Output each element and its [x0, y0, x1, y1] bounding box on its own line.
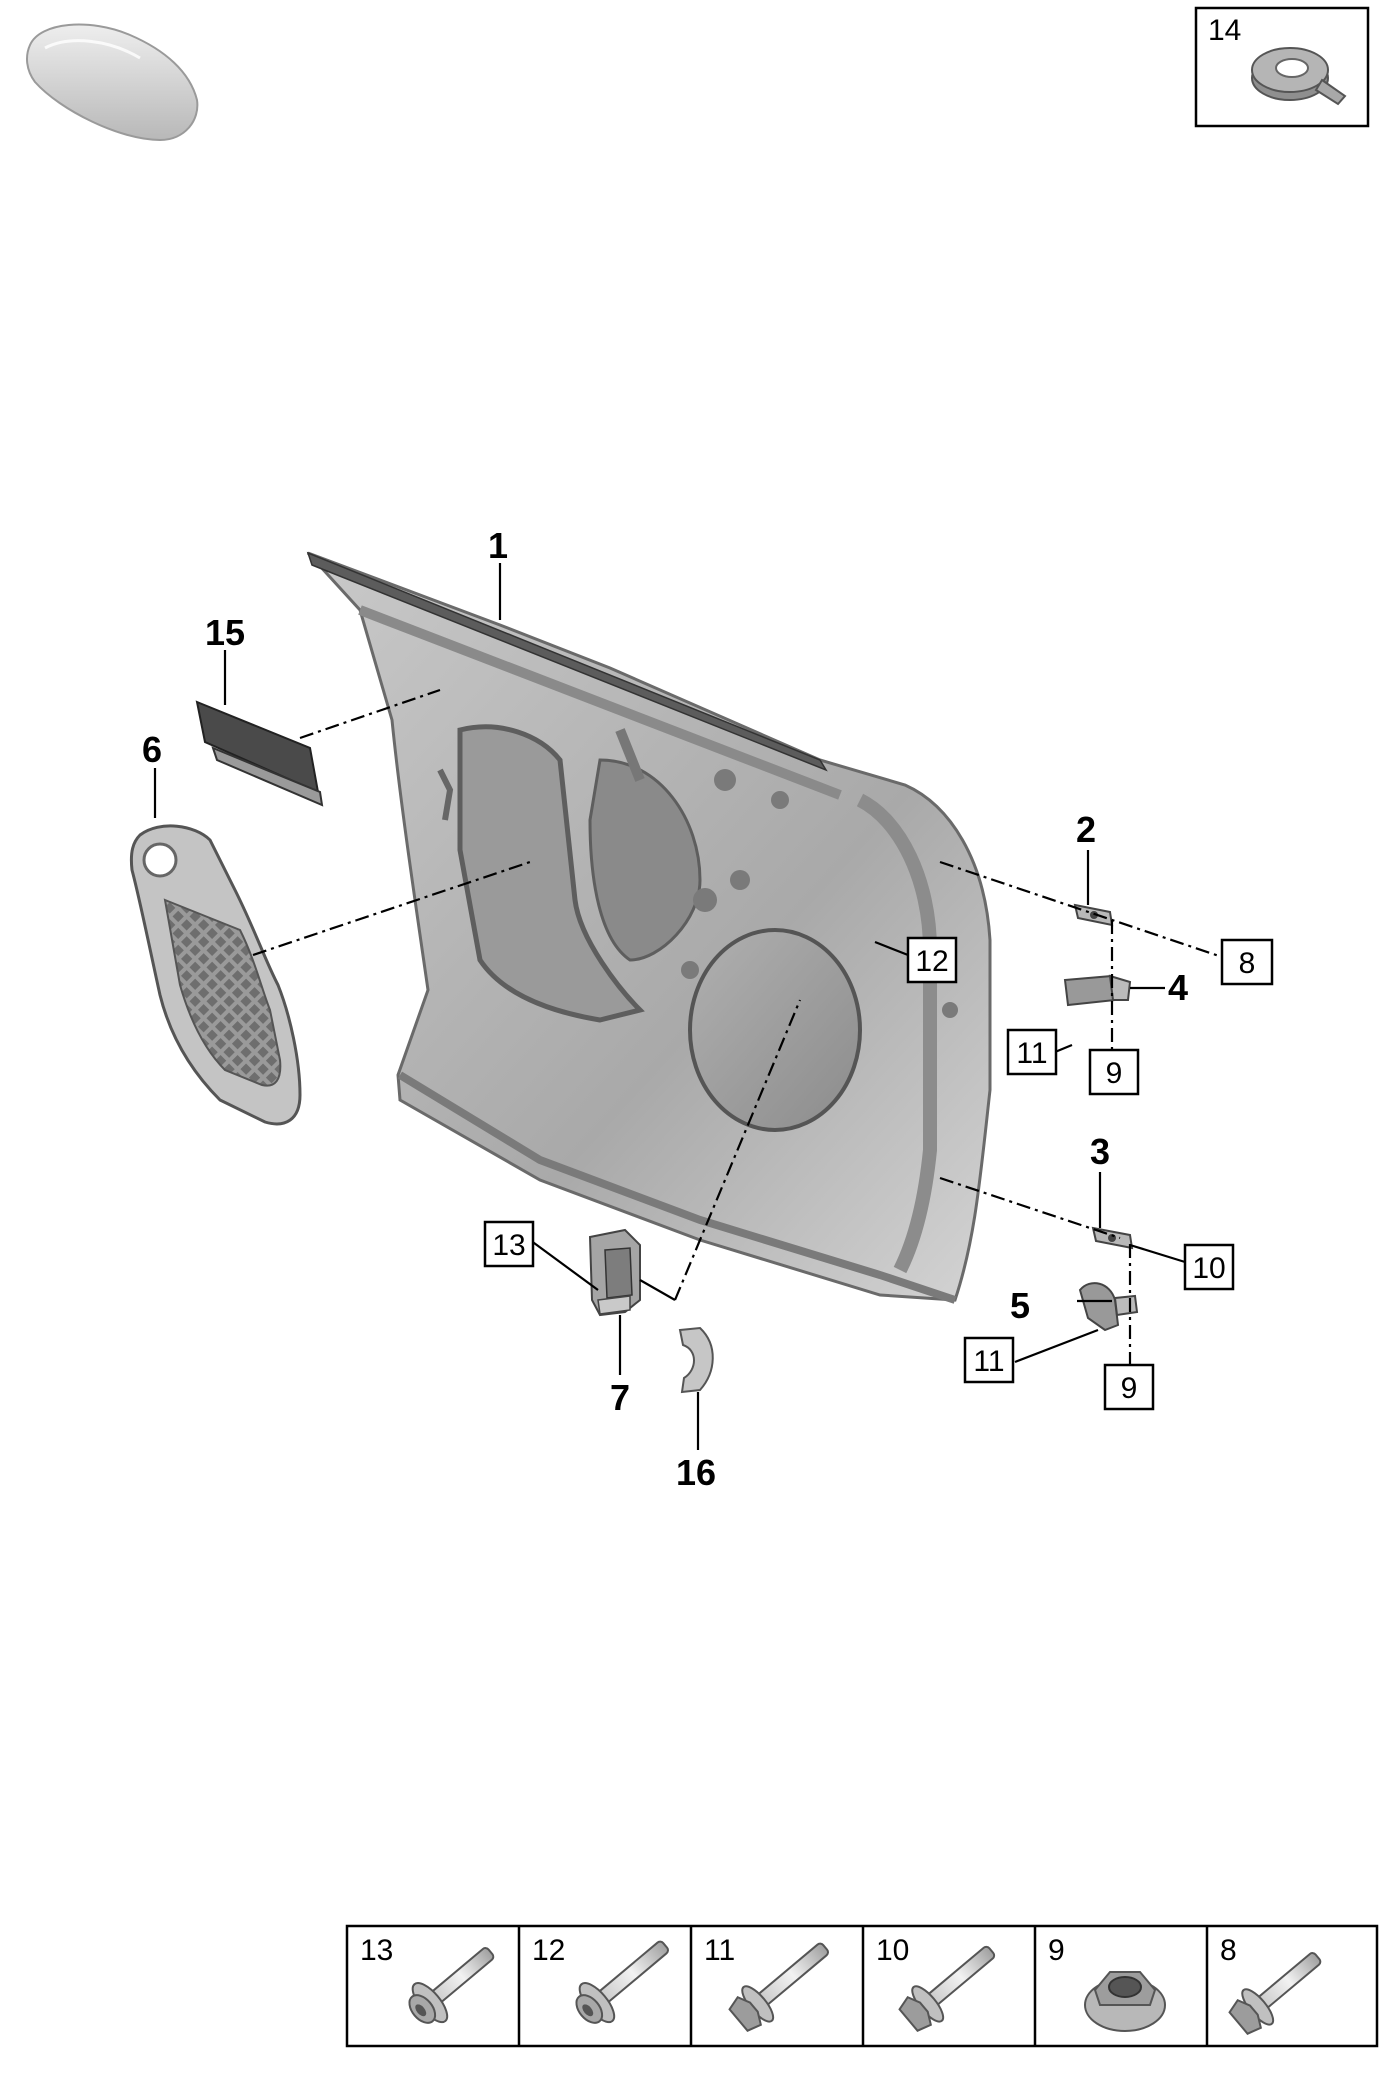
box-ref-10: 10	[1192, 1252, 1225, 1285]
fastener-cell-number: 8	[1220, 1934, 1237, 1967]
callout-7: 7	[610, 1377, 630, 1418]
box-ref-13: 13	[492, 1229, 525, 1262]
box-ref-11-lower: 11	[973, 1345, 1004, 1378]
hex-bolt-icon	[898, 1945, 996, 2032]
callout-3: 3	[1090, 1131, 1110, 1172]
door-lock-part-7	[588, 1228, 641, 1317]
callout-15: 15	[205, 612, 245, 653]
callout-4: 4	[1168, 967, 1188, 1008]
car-silhouette-icon	[26, 23, 199, 142]
hex-bolt-icon	[1228, 1952, 1322, 2035]
callout-1: 1	[488, 525, 508, 566]
upper-hinge-part-4	[1063, 974, 1132, 1007]
lower-hinge-part-5	[1078, 1282, 1139, 1332]
insulation-pad-part-15	[195, 700, 324, 807]
box-ref-11-upper: 11	[1016, 1037, 1047, 1070]
fastener-cell-number: 13	[360, 1934, 393, 1967]
fastener-cell-number: 10	[876, 1934, 909, 1967]
clip-part-16	[678, 1326, 714, 1394]
callout-16: 16	[676, 1452, 716, 1493]
hex-bolt-icon	[728, 1942, 829, 2032]
box-ref-9-upper: 9	[1106, 1057, 1123, 1090]
box-ref-8: 8	[1239, 947, 1256, 980]
fastener-table: 13 12 11 10 9 8	[345, 1924, 1379, 2048]
leader-lines	[153, 563, 1223, 1450]
accessory-box-14: 14	[1194, 6, 1370, 128]
boxed-refs: 8 9 9 10 11 11 12 13	[483, 936, 1274, 1411]
callout-2: 2	[1076, 809, 1096, 850]
torx-bolt-icon	[408, 1947, 495, 2024]
callout-labels: 1 2 3 4 5 6 7 15 16	[142, 525, 1188, 1493]
upper-hinge-bracket-part-2	[1073, 903, 1114, 927]
accessory-box-number: 14	[1208, 14, 1241, 47]
flange-nut-icon	[1084, 1971, 1166, 2032]
sound-deadening-panel-part-6	[129, 824, 302, 1126]
fastener-cell-number: 9	[1048, 1934, 1065, 1967]
box-ref-9-lower: 9	[1121, 1372, 1138, 1405]
callout-5: 5	[1010, 1285, 1030, 1326]
box-ref-12: 12	[915, 945, 948, 978]
adhesive-tape-icon	[1251, 47, 1347, 106]
door-inner-panel	[306, 551, 992, 1304]
callout-6: 6	[142, 729, 162, 770]
torx-bolt-long-icon	[575, 1940, 669, 2024]
fastener-cell-number: 12	[532, 1934, 565, 1967]
fastener-cell-number: 11	[704, 1934, 735, 1967]
